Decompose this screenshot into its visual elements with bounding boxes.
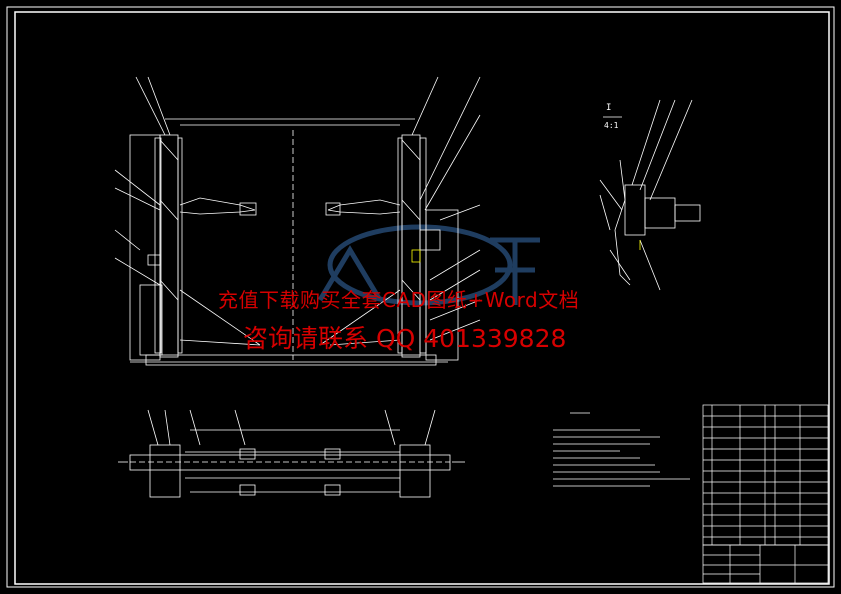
detail-view-label: I xyxy=(606,103,611,113)
top-view xyxy=(118,409,465,498)
watermark-line-2: 咨询请联系 QQ 401339828 xyxy=(243,324,567,353)
watermark-line-1: 充值下载购买全套CAD图纸+Word文档 xyxy=(218,288,580,312)
technical-notes xyxy=(553,412,690,487)
front-view xyxy=(114,76,481,366)
sheet-border xyxy=(6,6,835,588)
detail-view-scale: 4:1 xyxy=(604,121,619,130)
detail-view xyxy=(599,99,701,291)
sheet-inner-border xyxy=(14,11,830,585)
parts-list-table xyxy=(702,404,829,546)
title-block xyxy=(702,544,829,584)
